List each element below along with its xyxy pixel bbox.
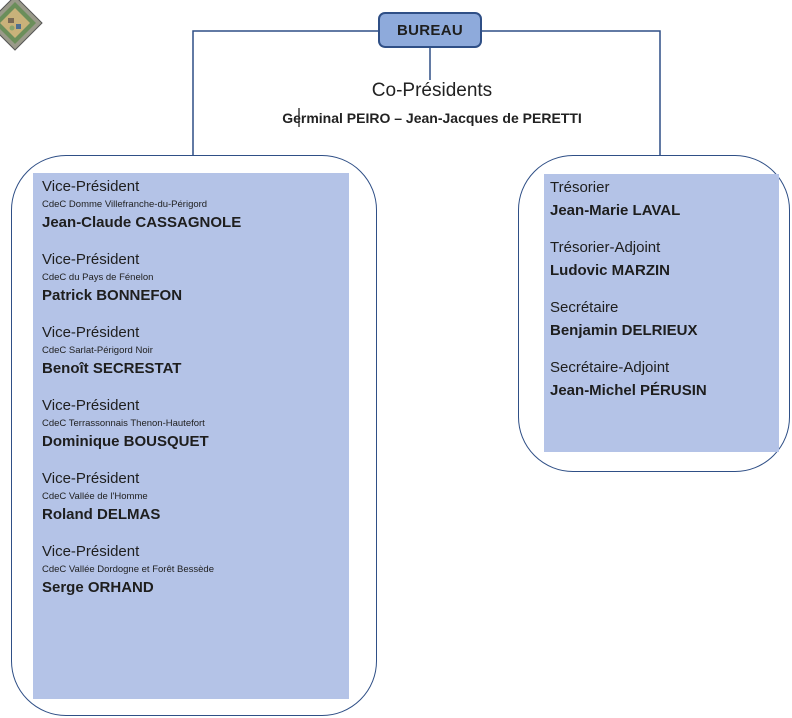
co-presidents-title: Co-Présidents	[371, 80, 493, 101]
officers-panel: Trésorier Jean-Marie LAVAL Trésorier-Adj…	[544, 174, 779, 452]
community-label: CdeC Sarlat-Périgord Noir	[42, 345, 153, 356]
officer-entry: Secrétaire Benjamin DELRIEUX	[550, 297, 779, 343]
vice-presidents-frame	[11, 155, 377, 716]
community-label: CdeC Vallée de l'Homme	[42, 491, 148, 502]
role-label: Vice-Président	[42, 324, 140, 341]
role-label: Trésorier-Adjoint	[550, 239, 661, 256]
bureau-box: BUREAU	[378, 12, 482, 48]
community-label: CdeC Vallée Dordogne et Forêt Bessède	[42, 564, 214, 575]
bureau-label: BUREAU	[397, 21, 463, 39]
community-label: CdeC du Pays de Fénelon	[42, 272, 154, 283]
person-name: Jean-Marie LAVAL	[550, 202, 681, 219]
connector-left	[192, 30, 378, 155]
vice-president-entry: Vice-Président CdeC Terrassonnais Thenon…	[42, 396, 349, 453]
person-name: Roland DELMAS	[42, 506, 161, 523]
community-label: CdeC Terrassonnais Thenon-Hautefort	[42, 418, 205, 429]
co-presidents-names: Germinal PEIRO – Jean-Jacques de PERETTI	[282, 110, 582, 126]
role-label: Vice-Président	[42, 543, 140, 560]
person-name: Dominique BOUSQUET	[42, 433, 209, 450]
role-label: Vice-Président	[42, 251, 140, 268]
role-label: Vice-Président	[42, 470, 140, 487]
role-label: Secrétaire-Adjoint	[550, 359, 670, 376]
role-label: Secrétaire	[550, 299, 619, 316]
person-name: Ludovic MARZIN	[550, 262, 670, 279]
vice-president-entry: Vice-Président CdeC Vallée de l'Homme Ro…	[42, 469, 349, 526]
person-name: Jean-Claude CASSAGNOLE	[42, 214, 242, 231]
vice-president-entry: Vice-Président CdeC du Pays de Fénelon P…	[42, 250, 349, 307]
role-label: Vice-Président	[42, 178, 140, 195]
organization-logo-icon	[0, 0, 44, 52]
person-name: Benjamin DELRIEUX	[550, 322, 698, 339]
person-name: Serge ORHAND	[42, 579, 154, 596]
community-label: CdeC Domme Villefranche-du-Périgord	[42, 199, 208, 210]
officer-entry: Secrétaire-Adjoint Jean-Michel PÉRUSIN	[550, 357, 779, 403]
vice-president-entry: Vice-Président CdeC Sarlat-Périgord Noir…	[42, 323, 349, 380]
role-label: Vice-Président	[42, 397, 140, 414]
vice-presidents-panel: Vice-Président CdeC Domme Villefranche-d…	[33, 173, 349, 699]
role-label: Trésorier	[550, 179, 610, 196]
vice-president-entry: Vice-Président CdeC Domme Villefranche-d…	[42, 177, 349, 234]
officer-entry: Trésorier-Adjoint Ludovic MARZIN	[550, 237, 779, 283]
person-name: Jean-Michel PÉRUSIN	[550, 382, 707, 399]
vice-president-entry: Vice-Président CdeC Vallée Dordogne et F…	[42, 542, 349, 599]
person-name: Benoît SECRESTAT	[42, 360, 182, 377]
officer-entry: Trésorier Jean-Marie LAVAL	[550, 177, 779, 223]
person-name: Patrick BONNEFON	[42, 287, 183, 304]
officers-frame	[518, 155, 790, 472]
connector-right	[482, 30, 661, 155]
